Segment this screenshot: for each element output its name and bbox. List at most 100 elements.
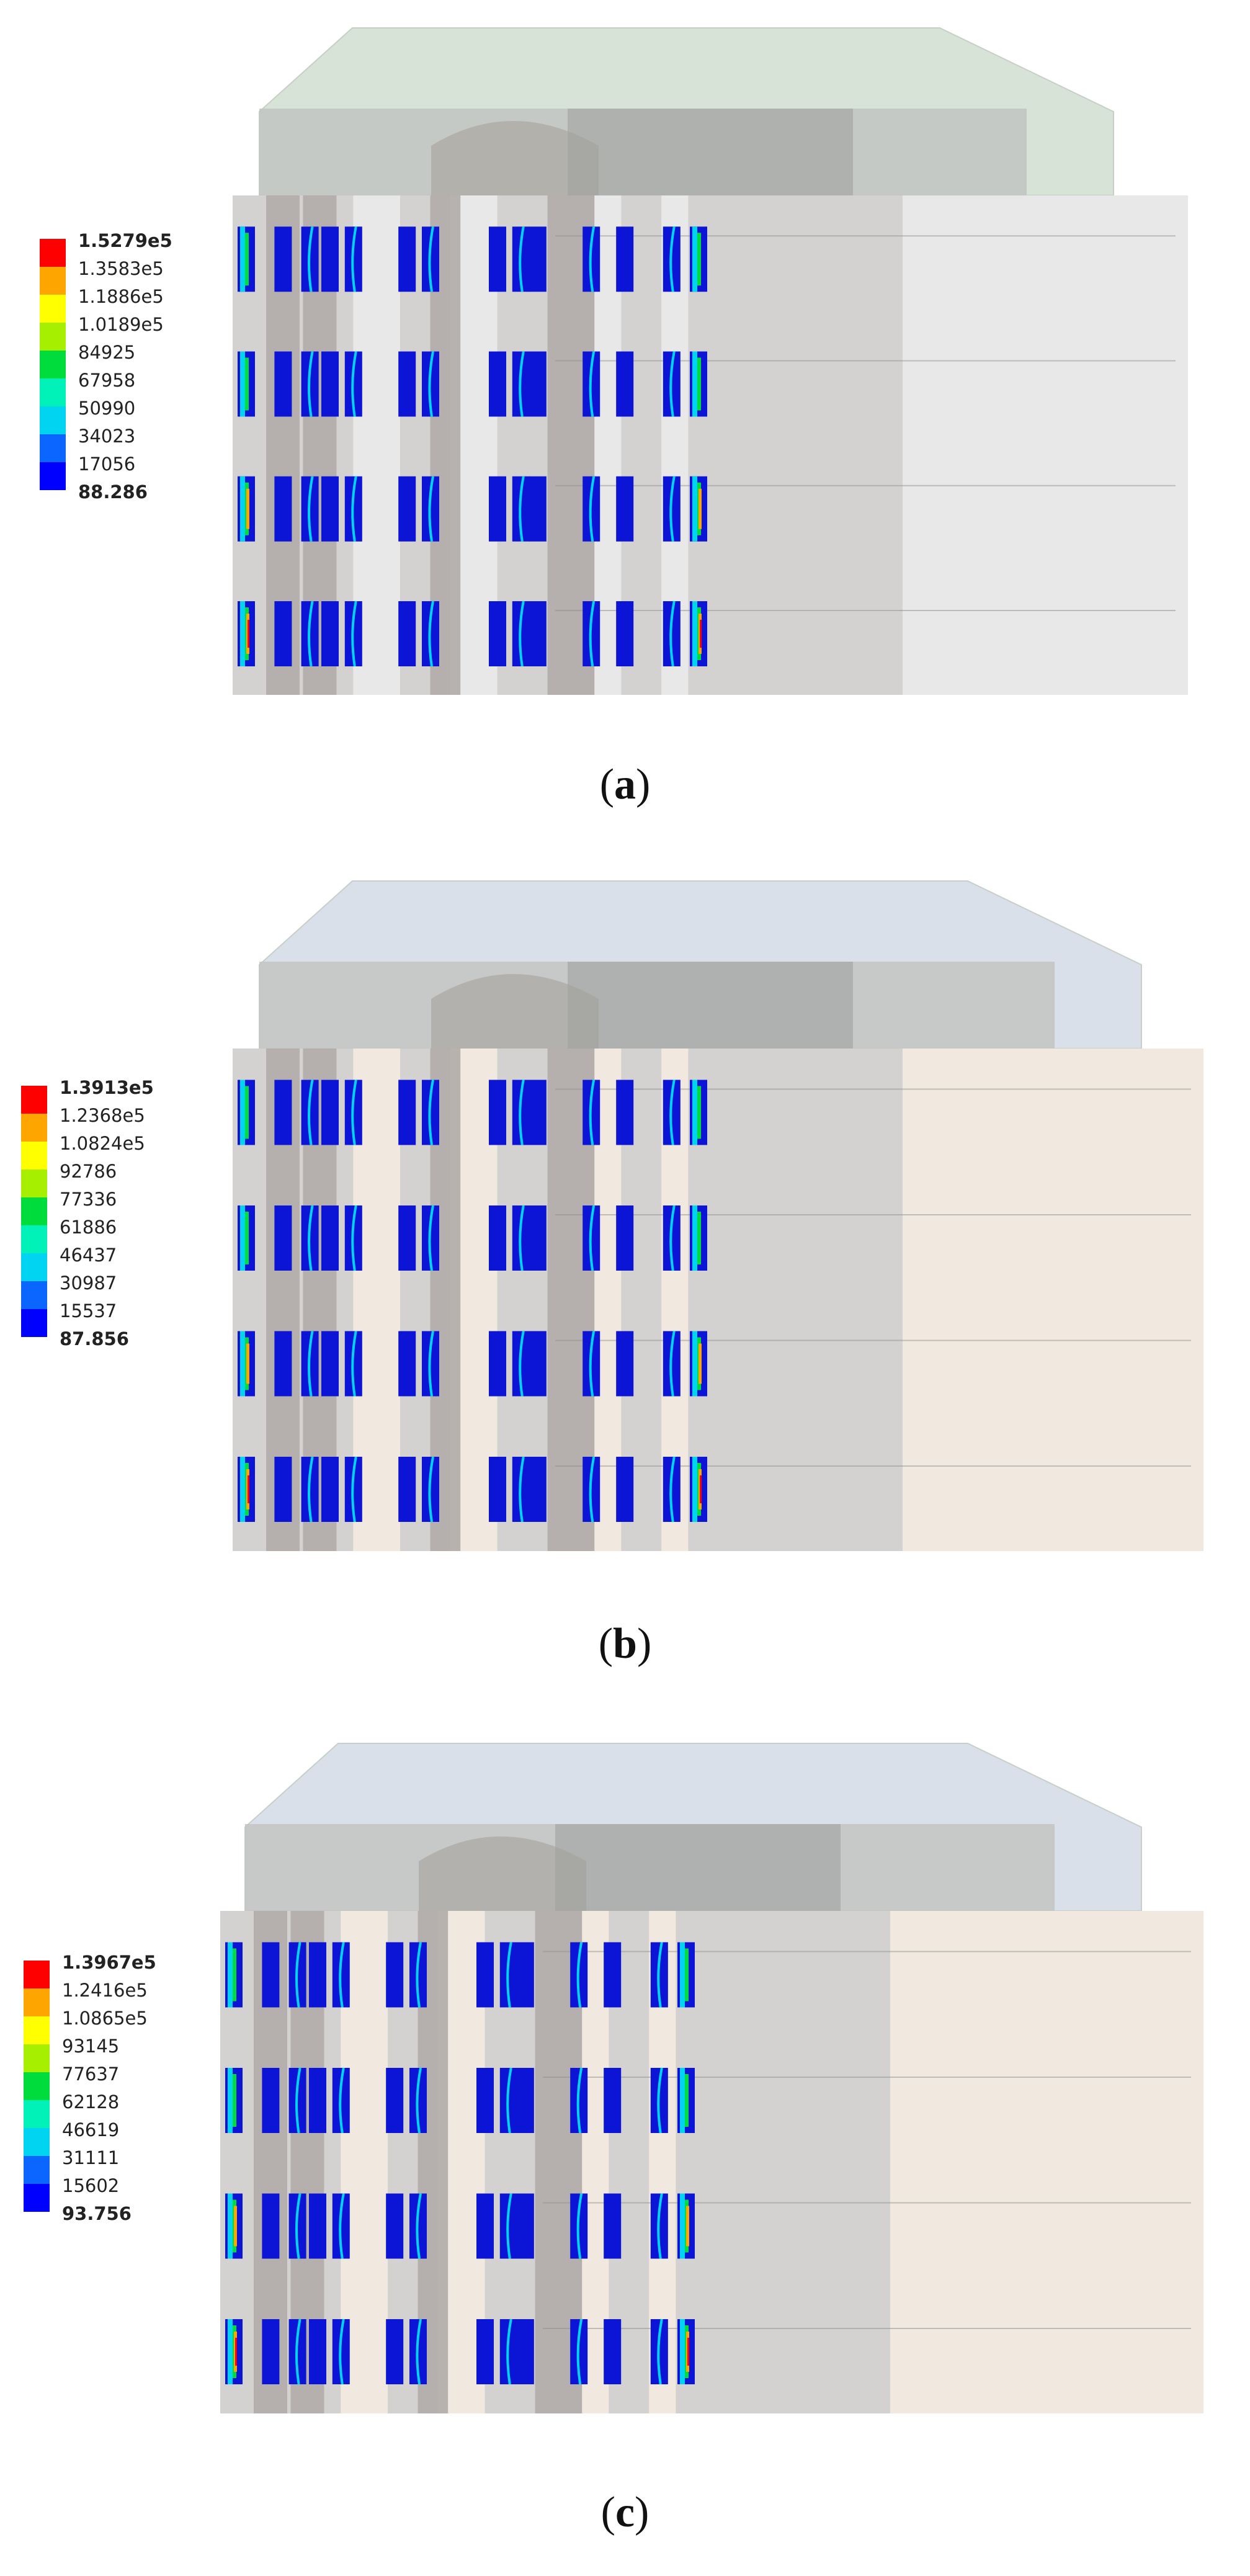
window: [321, 1080, 339, 1145]
window-contour: [692, 476, 697, 542]
window: [604, 1942, 622, 2008]
window-contour: [669, 1205, 676, 1271]
window: [309, 2068, 326, 2133]
window-contour: [576, 1942, 583, 2008]
window-contour: [669, 1331, 676, 1397]
window-contour: [692, 351, 697, 417]
caption-b-letter: b: [613, 1620, 637, 1668]
window: [274, 1080, 292, 1145]
window-contour: [589, 1205, 596, 1271]
window-contour: [351, 476, 357, 542]
window-contour: [657, 1942, 663, 2008]
window-contour: [697, 1212, 701, 1264]
window-contour: [686, 2206, 689, 2247]
window: [274, 601, 292, 666]
window: [616, 226, 634, 292]
legend-label: 67958: [78, 370, 136, 391]
window: [489, 1457, 506, 1522]
window-contour: [519, 1205, 525, 1271]
legend-label: 93.756: [62, 2203, 132, 2224]
window: [262, 2068, 280, 2133]
window-contour: [669, 1456, 676, 1523]
window-contour: [576, 2193, 583, 2259]
window: [604, 2193, 622, 2259]
legend-swatch: [24, 1988, 50, 2016]
window-contour: [692, 1080, 697, 1145]
window: [321, 351, 339, 417]
legend-label: 62128: [62, 2091, 120, 2113]
window: [516, 2319, 534, 2384]
legend-label: 87.856: [60, 1328, 129, 1349]
legend-label: 1.2368e5: [60, 1105, 145, 1126]
window: [309, 2319, 326, 2384]
window: [398, 1080, 416, 1145]
window-contour: [576, 2067, 583, 2134]
window-contour: [235, 2338, 237, 2366]
window-contour: [506, 2319, 512, 2385]
legend-swatch: [21, 1169, 47, 1197]
window: [398, 226, 416, 292]
legend-label: 93145: [62, 2036, 120, 2057]
window-contour: [692, 226, 697, 292]
upper-block: [555, 1824, 841, 1911]
legend-swatch: [24, 2044, 50, 2072]
window: [398, 476, 416, 542]
legend-label: 61886: [60, 1217, 117, 1238]
legend-swatch: [24, 1961, 50, 1988]
window: [489, 1331, 506, 1397]
window-contour: [248, 620, 249, 648]
window: [262, 2193, 280, 2259]
window-contour: [240, 226, 245, 292]
window: [398, 1331, 416, 1397]
window-contour: [308, 601, 314, 667]
window: [309, 1942, 326, 2008]
window-contour: [428, 476, 434, 542]
dome: [431, 121, 599, 195]
legend-label: 1.1886e5: [78, 286, 164, 307]
window-contour: [240, 1080, 245, 1145]
window-contour: [228, 1942, 233, 2008]
legend-swatch: [21, 1086, 47, 1114]
window-contour: [339, 2193, 345, 2259]
window-contour: [697, 1086, 701, 1139]
window-contour: [416, 2067, 422, 2134]
window-contour: [428, 1080, 434, 1145]
window-contour: [351, 1331, 357, 1397]
window: [398, 351, 416, 417]
window-contour: [308, 1456, 314, 1523]
window: [274, 476, 292, 542]
window-contour: [248, 1475, 249, 1503]
window-contour: [519, 1456, 525, 1523]
window-contour: [308, 476, 314, 542]
legend-swatch: [24, 2128, 50, 2156]
legend-label: 1.3967e5: [62, 1952, 156, 1973]
window-contour: [308, 1080, 314, 1145]
legend-label: 1.0865e5: [62, 2008, 148, 2029]
legend-swatch: [40, 406, 66, 434]
window-contour: [339, 2319, 345, 2385]
window: [321, 601, 339, 666]
window: [386, 2193, 404, 2259]
window-contour: [428, 1331, 434, 1397]
legend-swatch: [40, 434, 66, 462]
window-contour: [669, 226, 676, 292]
window-contour: [589, 226, 596, 292]
caption-c: (c): [600, 2489, 650, 2536]
window-contour: [245, 357, 249, 411]
window-contour: [351, 601, 357, 667]
window-contour: [685, 1948, 689, 2001]
window: [398, 1205, 416, 1271]
window: [398, 1457, 416, 1522]
window-contour: [295, 2067, 301, 2134]
window: [489, 1205, 506, 1271]
window-contour: [351, 1456, 357, 1523]
window: [616, 351, 634, 417]
legend-swatch: [24, 2156, 50, 2184]
legend-label: 17056: [78, 454, 136, 475]
window-contour: [519, 476, 525, 542]
window-contour: [506, 2193, 512, 2259]
window-contour: [687, 2338, 689, 2366]
window-contour: [669, 1080, 676, 1145]
